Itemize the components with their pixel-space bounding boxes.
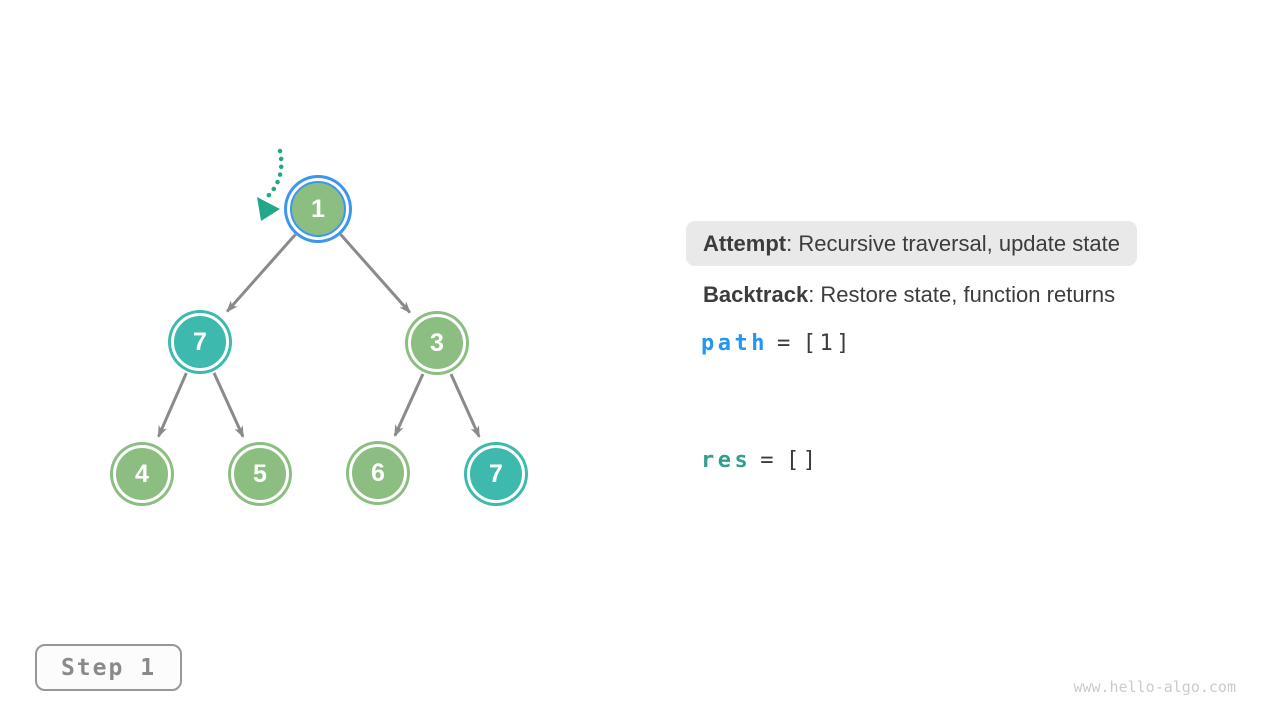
arrowhead-icon [257,197,280,221]
dotted-arrow-icon [263,148,284,201]
tree-node: 3 [408,314,466,372]
tree-diagram [157,148,481,439]
path-value: [1] [802,331,853,356]
tree-node-active: 1 [290,181,346,237]
tree-node: 4 [113,445,171,503]
backtrack-label: Backtrack [703,282,809,307]
backtrack-caption: Backtrack: Restore state, function retur… [703,280,1115,310]
res-state-line: res = [] [701,448,820,473]
attempt-caption: Attempt: Recursive traversal, update sta… [686,221,1137,266]
tree-edges [157,233,481,439]
tree-edge [393,373,425,438]
tree-edge [212,372,245,439]
current-node-pointer-arrow [257,148,284,221]
tree-edge [226,233,297,313]
step-label: Step 1 [60,654,157,681]
res-equals-sign: = [760,448,777,473]
attempt-label: Attempt [703,231,787,256]
path-variable: path [701,331,768,356]
attempt-text: : Recursive traversal, update state [786,231,1120,256]
step-badge: Step 1 [35,644,182,691]
tree-node: 7 [171,313,229,371]
backtrack-text: : Restore state, function returns [808,282,1116,307]
res-value: [] [786,448,820,473]
tree-edge [449,373,481,438]
watermark: www.hello-algo.com [1073,678,1236,696]
tree-edge [339,233,411,314]
res-variable: res [701,448,752,473]
tree-edge [157,372,188,438]
tree-node: 6 [349,444,407,502]
path-equals-sign: = [776,331,794,356]
path-state-line: path = [1] [701,331,853,356]
tree-node: 7 [467,445,525,503]
tree-node: 5 [231,445,289,503]
